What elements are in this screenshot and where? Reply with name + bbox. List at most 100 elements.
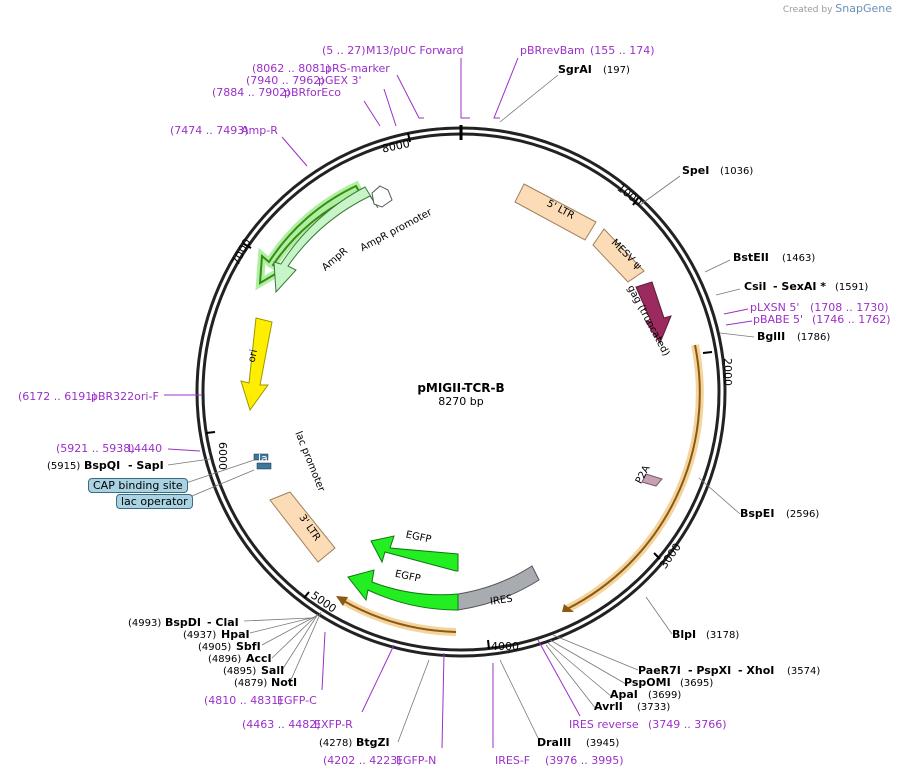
site-bspqi-sapi[interactable]: (5915) BspQI - SapI: [47, 459, 164, 472]
credit-prefix: Created by: [782, 5, 833, 15]
svg-text:SgrAI: SgrAI: [558, 63, 592, 76]
feature-ori[interactable]: ori: [240, 317, 273, 412]
site-sgrai[interactable]: SgrAI (197): [558, 63, 630, 76]
feature-p2a[interactable]: P2A: [634, 464, 663, 487]
primer-prs-marker[interactable]: (8062 .. 8081) pRS-marker: [252, 62, 390, 75]
feature-cds-arc[interactable]: [562, 344, 704, 613]
svg-text:NotI: NotI: [271, 676, 297, 689]
svg-text:(5921 .. 5938): (5921 .. 5938): [56, 442, 135, 455]
svg-text:(4278): (4278): [319, 738, 352, 749]
svg-text:pBRrevBam: pBRrevBam: [520, 44, 585, 57]
svg-text:- SexAI *: - SexAI *: [773, 280, 826, 293]
site-bspdi-clai[interactable]: (4993) BspDI - ClaI: [128, 616, 239, 629]
primer-pbabe5[interactable]: pBABE 5' (1746 .. 1762): [753, 313, 891, 326]
primer-egfp-n[interactable]: (4202 .. 4223) EGFP-N: [323, 754, 436, 767]
label-egfp-2: EGFP: [394, 569, 422, 585]
cap-binding-site-tag[interactable]: CAP binding site: [88, 478, 188, 493]
label-ampr-promoter: AmpR promoter: [359, 207, 435, 254]
label-egfp-1: EGFP: [405, 529, 433, 545]
svg-text:BlpI: BlpI: [672, 628, 696, 641]
snapgene-logo: SnapGene: [835, 2, 892, 15]
svg-text:AccI: AccI: [246, 652, 272, 665]
primer-pbrforeco[interactable]: (7884 .. 7902) pBRforEco: [212, 86, 341, 99]
svg-text:L4440: L4440: [128, 442, 162, 455]
tick-label-2000: 2000: [721, 358, 734, 386]
label-ori: ori: [247, 348, 260, 363]
feature-mesv-psi[interactable]: MESV ψ: [592, 228, 645, 283]
svg-text:BglII: BglII: [757, 330, 785, 343]
tick-label-4000: 4000: [491, 640, 519, 653]
svg-text:(155 .. 174): (155 .. 174): [590, 44, 655, 57]
svg-text:IRES reverse: IRES reverse: [569, 718, 639, 731]
svg-text:(7474 .. 7493): (7474 .. 7493): [170, 124, 249, 137]
svg-text:pBABE 5': pBABE 5': [753, 313, 803, 326]
primer-ires-reverse[interactable]: IRES reverse (3749 .. 3766): [569, 718, 727, 731]
primer-exfp-r[interactable]: (4463 .. 4482) EXFP-R: [242, 718, 353, 731]
svg-text:BspQI: BspQI: [84, 459, 120, 472]
site-sali[interactable]: (4895) SalI: [223, 664, 284, 677]
site-noti[interactable]: (4879) NotI: [234, 676, 297, 689]
svg-text:(1463): (1463): [782, 253, 815, 264]
primer-ires-f[interactable]: IRES-F (3976 .. 3995): [495, 754, 624, 767]
site-avrii[interactable]: AvrII (3733): [594, 700, 670, 713]
site-paer7i-pspxi-xhoi[interactable]: PaeR7I - PspXI - XhoI (3574): [638, 664, 820, 677]
svg-text:- SapI: - SapI: [128, 459, 164, 472]
primer-plxsn5[interactable]: pLXSN 5' (1708 .. 1730): [750, 301, 889, 314]
site-btgzi[interactable]: (4278) BtgZI: [319, 736, 390, 749]
site-sbfi[interactable]: (4905) SbfI: [198, 640, 261, 653]
site-csii-sexai[interactable]: CsiI - SexAI * (1591): [744, 280, 868, 293]
svg-text:(4905): (4905): [198, 642, 231, 653]
svg-text:EXFP-R: EXFP-R: [314, 718, 353, 731]
primer-pbrrevbam[interactable]: pBRrevBam (155 .. 174): [520, 44, 655, 57]
primer-pgex3[interactable]: (7940 .. 7962) pGEX 3': [246, 74, 362, 87]
primer-egfp-c[interactable]: (4810 .. 4831) EGFP-C: [204, 694, 317, 707]
svg-text:M13/pUC Forward: M13/pUC Forward: [366, 44, 464, 57]
site-bsteii[interactable]: BstEII (1463): [733, 251, 815, 264]
svg-text:BstEII: BstEII: [733, 251, 769, 264]
svg-text:SalI: SalI: [261, 664, 284, 677]
site-bspei[interactable]: BspEI (2596): [740, 507, 819, 520]
svg-text:pBRforEco: pBRforEco: [284, 86, 341, 99]
site-spei[interactable]: SpeI (1036): [682, 164, 753, 177]
feature-3ltr[interactable]: 3' LTR: [269, 491, 336, 563]
site-draiii[interactable]: DraIII (3945): [537, 736, 619, 749]
primer-l4440[interactable]: (5921 .. 5938) L4440: [56, 442, 162, 455]
lac-operator-tag[interactable]: lac operator: [116, 494, 193, 509]
primer-m13-pucf[interactable]: (5 .. 27) M13/pUC Forward: [322, 44, 464, 57]
feature-lac-promoter[interactable]: lacZα lac promoter: [253, 430, 327, 494]
primer-amp-r[interactable]: (7474 .. 7493) Amp-R: [170, 124, 278, 137]
site-hpai[interactable]: (4937) HpaI: [183, 628, 250, 641]
svg-text:(7940 .. 7962): (7940 .. 7962): [246, 74, 325, 87]
feature-5ltr[interactable]: 5' LTR: [514, 183, 597, 241]
feature-egfp-2[interactable]: EGFP: [347, 569, 459, 611]
feature-gag[interactable]: gag (truncated): [625, 281, 672, 358]
svg-text:(4937): (4937): [183, 630, 216, 641]
site-blpi[interactable]: BlpI (3178): [672, 628, 739, 641]
svg-text:SpeI: SpeI: [682, 164, 709, 177]
svg-text:CsiI: CsiI: [744, 280, 766, 293]
svg-text:PaeR7I: PaeR7I: [638, 664, 681, 677]
svg-text:(3695): (3695): [680, 678, 713, 689]
plasmid-name: pMIGII-TCR-B: [417, 381, 504, 395]
svg-text:(3976 .. 3995): (3976 .. 3995): [545, 754, 624, 767]
svg-text:pRS-marker: pRS-marker: [325, 62, 390, 75]
feature-ires[interactable]: IRES: [457, 565, 540, 611]
feature-ltr-arc[interactable]: [336, 596, 457, 636]
svg-text:AvrII: AvrII: [594, 700, 623, 713]
svg-text:BtgZI: BtgZI: [356, 736, 390, 749]
feature-egfp-1[interactable]: EGFP: [370, 529, 459, 572]
svg-text:(3178): (3178): [706, 630, 739, 641]
svg-text:EGFP-N: EGFP-N: [396, 754, 436, 767]
primer-pbr322ori-f[interactable]: (6172 .. 6191) pBR322ori-F: [18, 390, 159, 403]
svg-text:(3945): (3945): [586, 738, 619, 749]
svg-text:(1746 .. 1762): (1746 .. 1762): [812, 313, 891, 326]
site-bglii[interactable]: BglII (1786): [757, 330, 830, 343]
svg-text:(4896): (4896): [208, 654, 241, 665]
site-pspomi[interactable]: PspOMI (3695): [624, 676, 713, 689]
svg-text:Amp-R: Amp-R: [241, 124, 278, 137]
site-acci[interactable]: (4896) AccI: [208, 652, 272, 665]
site-apai[interactable]: ApaI (3699): [610, 688, 681, 701]
svg-text:(4879): (4879): [234, 678, 267, 689]
primer-lines: [164, 57, 753, 749]
